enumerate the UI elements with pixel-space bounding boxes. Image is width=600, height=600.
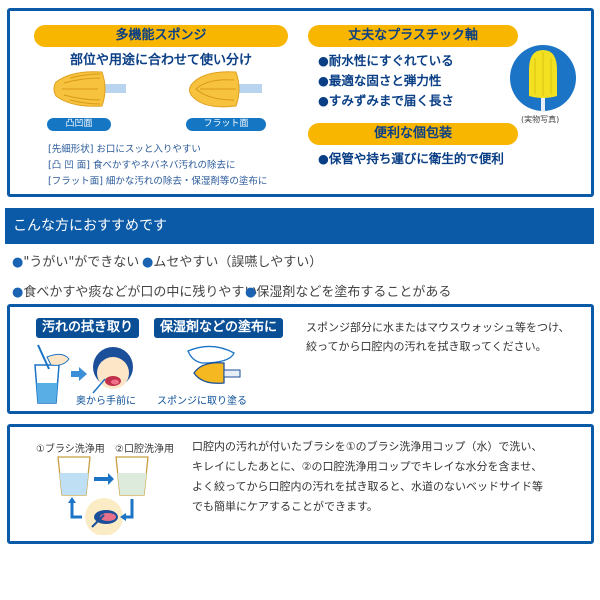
recommend-item-residue: ●食べかすや痰などが口の中に残りやすい [12,281,257,300]
recommend-item-label: "うがい"ができない [23,255,140,270]
usage-instructions: スポンジ部分に水またはマウスウォッシュ等をつけ、 絞ってから口腔内の汚れを拭き取… [306,318,569,356]
recommend-item-label: 食べかすや痰などが口の中に残りやすい [23,285,258,300]
applying-illustration [187,345,241,384]
bullet-icon: ● [142,255,154,270]
cleaning-text-line: よく絞ってから口腔内の汚れを拭き取ると、水道のないベッドサイド等 [192,480,544,493]
shaft-feature-1: ●耐水性にすぐれている [318,53,454,68]
recommend-header: こんな方におすすめです [5,208,594,244]
shaft-feature-2: ●最適な固さと弾力性 [318,73,442,88]
recommend-item-choking: ●ムセやすい（誤嚥しやすい） [142,251,322,270]
sponge-flat-illustration [189,71,262,108]
packaging-feature-1: ●保管や持ち運びに衛生的で便利 [318,151,504,166]
bullet-icon: ● [12,285,24,300]
cleaning-text-line: 口腔内の汚れが付いたブラシを①のブラシ洗浄用コップ（水）で洗い、 [192,440,543,453]
recommend-item-label: ムセやすい（誤嚥しやすい） [153,255,323,270]
recommend-item-moisturizer: ●保湿剤などを塗布することがある [245,281,451,300]
sponge-textured-illustration [53,71,126,107]
sponge-subtitle: 部位や用途に合わせて使い分け [70,53,253,68]
bullet-icon: ● [245,285,257,300]
product-photo [510,45,576,112]
usage-caption-direction: 奥から手前に [76,396,136,407]
usage-text-line: スポンジ部分に水またはマウスウォッシュ等をつけ、 [306,321,570,334]
packaging-section-title: 便利な個包装 [308,123,518,145]
cleaning-text-line: キレイにしたあとに、②の口腔洗浄用コップでキレイな水分を含ませ、 [192,460,543,473]
usage-tag-wipe: 汚れの拭き取り [36,318,140,338]
cup-label-oral: ②口腔洗浄用 [115,444,174,455]
sponge-label-flat: フラット面 [186,118,266,131]
usage-text-line: 絞ってから口腔内の汚れを拭き取ってください。 [306,340,547,353]
wiping-illustration [34,344,133,404]
cleaning-text-line: でも簡単にケアすることができます。 [192,500,378,513]
cleaning-cycle-illustration [57,456,149,535]
photo-caption: (実物写真) [521,115,560,124]
sponge-label-textured: 凸凹面 [47,118,111,131]
usage-tag-moisturizer: 保湿剤などの塗布に [154,318,284,338]
usage-caption-apply: スポンジに取り塗る [157,396,247,407]
sponge-note-textured: [凸 凹 面] 食べかすやネバネバ汚れの除去に [48,160,236,171]
sponge-note-tip: [先細形状] お口にスッと入りやすい [48,144,201,155]
cup-label-brush: ①ブラシ洗浄用 [36,444,105,455]
bullet-icon: ● [12,255,24,270]
recommend-item-gargle: ●"うがい"ができない [12,251,139,270]
sponge-note-flat: [フラット面] 細かな汚れの除去・保湿剤等の塗布に [48,176,268,187]
recommend-item-label: 保湿剤などを塗布することがある [256,285,452,300]
cleaning-instructions: 口腔内の汚れが付いたブラシを①のブラシ洗浄用コップ（水）で洗い、 キレイにしたあ… [192,437,543,517]
shaft-section-title: 丈夫なプラスチック軸 [308,25,518,47]
shaft-feature-3: ●すみずみまで届く長さ [318,93,454,108]
sponge-section-title: 多機能スポンジ [34,25,288,47]
